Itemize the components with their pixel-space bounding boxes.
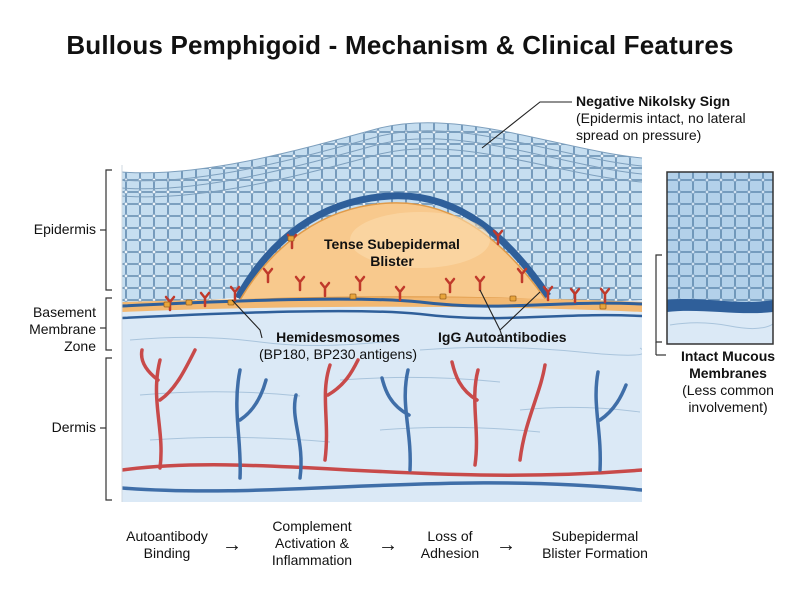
flow-step-subepidermal-blister-formation: Subepidermal Blister Formation [520,528,670,562]
bmz-line-2: Membrane [29,321,96,337]
basement-membrane-line-lower [122,309,642,320]
mucous-sub-line-2: involvement) [688,399,768,415]
nikolsky-title: Negative Nikolsky Sign [576,93,731,109]
flow-step-3-line-1: Loss of [427,528,473,544]
hemidesmosomes [163,235,607,310]
mucous-panel-frame [666,171,774,345]
blister-highlight [350,212,490,268]
mucous-membranes-callout: Intact Mucous Membranes (Less common inv… [664,348,792,416]
igg-antibodies [164,229,611,312]
flow-arrow-3: → [496,534,516,556]
callout-leaders [231,101,572,339]
basal-layer-arc [234,192,551,300]
flow-step-1-line-2: Binding [143,545,191,561]
epidermis-label: Epidermis [33,221,96,237]
hemidesmosomes-callout: Hemidesmosomes (BP180, BP230 antigens) [238,329,438,363]
bmz-line-1: Basement [32,304,96,320]
bmz-line-3: Zone [64,338,96,354]
arteries [122,348,642,477]
mucous-membrane-panel [667,172,773,344]
nikolsky-callout: Negative Nikolsky Sign (Epidermis intact… [576,93,786,144]
dermis-layer [122,300,642,502]
nikolsky-desc-line-2: spread on pressure) [576,127,702,143]
flow-step-4-line-2: Blister Formation [542,545,648,561]
flow-step-autoantibody-binding: Autoantibody Binding [108,528,226,562]
flow-step-2-line-1: Complement [272,518,352,534]
veins [122,368,642,493]
dermis-label: Dermis [51,419,96,435]
stratum-corneum [122,122,642,198]
page-title: Bullous Pemphigoid - Mechanism & Clinica… [66,30,734,60]
flow-arrow-2: → [378,534,398,556]
mucous-sub-line-1: (Less common [682,382,774,398]
flow-step-3-line-2: Adhesion [420,545,480,561]
flow-step-1-line-1: Autoantibody [126,528,208,544]
igg-autoantibodies-callout: IgG Autoantibodies [438,329,567,345]
basement-membrane-zone-label: Basement Membrane Zone [4,304,96,355]
flow-step-complement-activation: Complement Activation & Inflammation [248,518,376,569]
flow-step-2-line-2: Activation & [275,535,349,551]
blister-label-line-1: Tense Subepidermal [324,236,460,252]
nikolsky-desc-line-1: (Epidermis intact, no lateral [576,110,746,126]
mucous-bracket [655,254,666,356]
flow-step-2-line-3: Inflammation [271,552,353,568]
basement-membrane-line [122,297,642,308]
hemidesmosomes-title: Hemidesmosomes [276,329,400,345]
blister-label: Tense Subepidermal Blister [312,236,472,270]
main-panel [122,122,642,502]
layer-brackets [100,169,112,501]
flow-step-loss-of-adhesion: Loss of Adhesion [404,528,496,562]
hemidesmosomes-sub: (BP180, BP230 antigens) [259,346,417,362]
mucous-title-line-2: Membranes [689,365,767,381]
flow-step-4-line-1: Subepidermal [551,528,639,544]
mucous-title-line-1: Intact Mucous [680,348,776,364]
flow-arrow-1: → [222,534,242,556]
blister-label-line-2: Blister [370,253,414,269]
